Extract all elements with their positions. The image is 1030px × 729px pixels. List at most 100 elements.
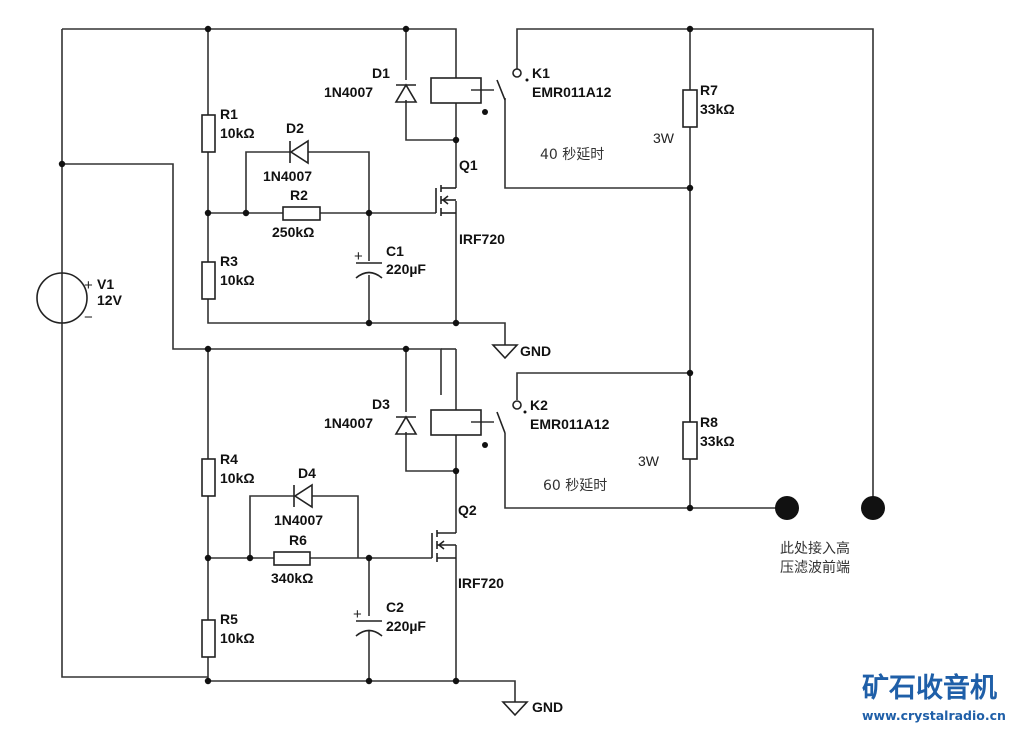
capacitor-c1 <box>355 262 383 279</box>
c2-polarity: + <box>353 606 362 623</box>
delay-note-40s: 40 秒延时 <box>540 147 604 163</box>
r6-name: R6 <box>289 532 307 548</box>
c1-name: C1 <box>386 243 404 259</box>
junction-dot <box>686 184 694 192</box>
junction-dot <box>365 554 373 562</box>
diode-d2 <box>289 139 309 165</box>
resistor-r2 <box>282 206 321 221</box>
r5-value: 10kΩ <box>220 630 255 646</box>
resistor-r3 <box>201 261 216 300</box>
c2-value: 220µF <box>386 618 426 634</box>
d2-name: D2 <box>286 120 304 136</box>
wire-stage2-supply <box>62 163 442 395</box>
r7-value: 33kΩ <box>700 101 735 117</box>
r1-name: R1 <box>220 106 238 122</box>
wire-k2-common <box>504 433 785 509</box>
junction-dot <box>204 25 212 33</box>
delay-note-60s: 60 秒延时 <box>543 478 607 494</box>
relay-k2-switch <box>482 400 527 448</box>
r6-value: 340kΩ <box>271 570 313 586</box>
junction-dot <box>204 554 212 562</box>
d3-value: 1N4007 <box>324 415 373 431</box>
relay-k1-coil <box>430 77 482 104</box>
junction-dot <box>452 136 460 144</box>
mosfet-q2 <box>431 530 456 562</box>
junction-dot <box>365 319 373 327</box>
resistor-r8 <box>682 421 698 460</box>
c2-name: C2 <box>386 599 404 615</box>
stage1: R1 10kΩ R3 10kΩ R2 250kΩ D2 1N4007 D1 1N… <box>201 65 735 360</box>
wire-d2-right <box>308 151 370 213</box>
relay-k2-coil <box>430 409 482 436</box>
junction-dot <box>452 319 460 327</box>
ground-symbol-1 <box>491 344 519 360</box>
wire-d1-bottom <box>405 100 456 141</box>
terminal-left <box>775 496 799 520</box>
wire-d2-left <box>245 151 290 213</box>
mosfet-q1 <box>435 185 456 216</box>
wire-stage2-gnd <box>207 657 456 682</box>
k2-value: EMR011A12 <box>530 416 610 432</box>
resistor-r4 <box>201 458 216 497</box>
v1-name: V1 <box>97 276 114 292</box>
k1-name: K1 <box>532 65 550 81</box>
diode-d1 <box>394 83 418 103</box>
r4-name: R4 <box>220 451 238 467</box>
k2-nc-contact <box>482 442 488 448</box>
c1-value: 220µF <box>386 261 426 277</box>
junction-dot <box>686 504 694 512</box>
q2-value: IRF720 <box>458 575 504 591</box>
r7-name: R7 <box>700 82 718 98</box>
terminal-note-line1: 此处接入高 <box>780 540 850 557</box>
voltage-source-v1: + − V1 12V <box>36 272 123 326</box>
junction-dot <box>204 345 212 353</box>
q1-name: Q1 <box>459 157 478 173</box>
terminal-right <box>861 496 885 520</box>
r7-power: 3W <box>653 130 675 146</box>
wire-d3-bottom <box>405 432 456 472</box>
capacitor-c2 <box>355 620 383 637</box>
r4-value: 10kΩ <box>220 470 255 486</box>
d2-value: 1N4007 <box>263 168 312 184</box>
junction-dot <box>242 209 250 217</box>
ground-symbol-2 <box>501 701 529 717</box>
v1-value: 12V <box>97 292 123 308</box>
k1-no-contact <box>512 68 522 78</box>
junction-dot <box>452 467 460 475</box>
d4-name: D4 <box>298 465 316 481</box>
k1-value: EMR011A12 <box>532 84 612 100</box>
stage2: R4 10kΩ R5 10kΩ R6 340kΩ D4 1N4007 D3 1N… <box>201 396 735 717</box>
d1-value: 1N4007 <box>324 84 373 100</box>
r8-power: 3W <box>638 453 660 469</box>
r2-name: R2 <box>290 187 308 203</box>
wire-top-rail <box>62 28 457 78</box>
wires <box>61 28 874 702</box>
v1-plus-sign: + <box>84 277 93 294</box>
junction-dot <box>204 677 212 685</box>
watermark: 矿石收音机 www.crystalradio.cn <box>862 672 1006 723</box>
wire-k1-common <box>504 98 690 189</box>
junction-dot <box>365 209 373 217</box>
d4-value: 1N4007 <box>274 512 323 528</box>
junction-dot <box>58 160 66 168</box>
resistor-r5 <box>201 619 216 658</box>
v1-minus-sign: − <box>84 309 93 326</box>
terminal-note-line2: 压滤波前端 <box>780 559 850 576</box>
c1-polarity: + <box>354 248 363 265</box>
wire-gnd2 <box>456 680 516 702</box>
d3-name: D3 <box>372 396 390 412</box>
q2-name: Q2 <box>458 502 477 518</box>
junction-dot <box>402 345 410 353</box>
output-terminals: 此处接入高 压滤波前端 <box>775 496 885 576</box>
wire-gnd1 <box>456 322 506 345</box>
k1-nc-contact <box>482 109 488 115</box>
resistor-r1 <box>201 114 216 153</box>
junction-dot <box>402 25 410 33</box>
junction-dot <box>452 677 460 685</box>
gnd1-label: GND <box>520 343 551 359</box>
relay-k1-switch <box>482 68 529 115</box>
r8-name: R8 <box>700 414 718 430</box>
r3-name: R3 <box>220 253 238 269</box>
resistor-r6 <box>273 551 311 566</box>
